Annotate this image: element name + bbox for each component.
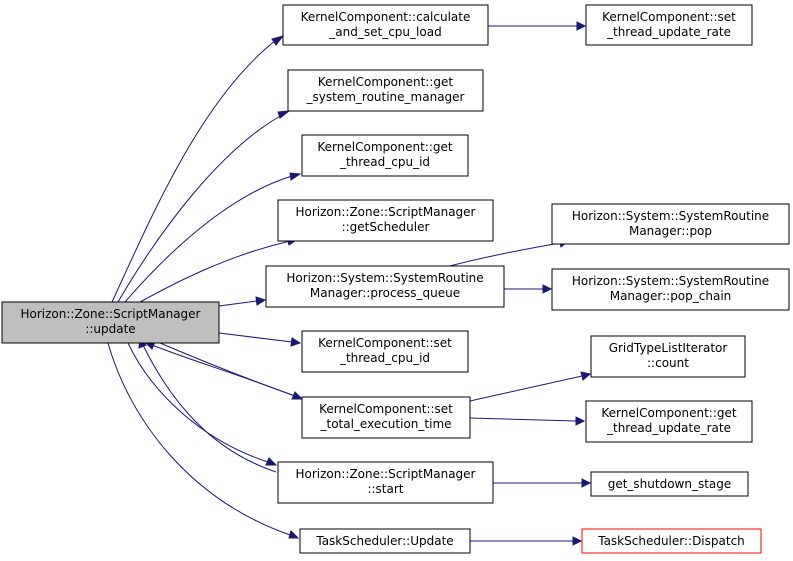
node-label: KernelComponent::set xyxy=(319,402,453,416)
node-task-scheduler-dispatch[interactable]: TaskScheduler::Dispatch xyxy=(581,528,762,554)
edge-exec-time-get-rate xyxy=(469,417,577,422)
node-label: Horizon::Zone::ScriptManager xyxy=(295,467,475,481)
node-label: ::getScheduler xyxy=(342,220,430,234)
arrow-start-shutdown xyxy=(581,478,592,488)
node-label: Manager::process_queue xyxy=(310,286,460,300)
edge-root-get-cpu-id xyxy=(124,175,293,303)
edge-root-start xyxy=(127,342,269,463)
node-get-thread-cpu-id[interactable]: KernelComponent::get _thread_cpu_id xyxy=(301,134,469,177)
node-get-shutdown-stage[interactable]: get_shutdown_stage xyxy=(590,471,749,497)
node-label: Horizon::System::SystemRoutine xyxy=(572,209,769,223)
node-label: _thread_cpu_id xyxy=(339,351,430,365)
node-process-queue[interactable]: Horizon::System::SystemRoutine Manager::… xyxy=(265,265,505,308)
node-grid-type-list-iterator-count[interactable]: GridTypeListIterator ::count xyxy=(590,335,746,378)
node-label: _and_set_cpu_load xyxy=(328,25,441,39)
node-label: ::update xyxy=(85,322,135,336)
node-pop-chain[interactable]: Horizon::System::SystemRoutine Manager::… xyxy=(551,268,790,311)
edge-exec-time-count xyxy=(469,375,583,402)
node-label: Manager::pop xyxy=(629,224,712,238)
node-label: _thread_update_rate xyxy=(606,25,731,39)
arrow-calc-cpu-load-set-rate xyxy=(576,21,587,31)
edge-root-set-cpu-id xyxy=(218,332,293,343)
node-label: TaskScheduler::Dispatch xyxy=(597,534,745,548)
node-label: ::start xyxy=(367,482,403,496)
node-label: KernelComponent::get xyxy=(317,140,452,154)
node-label: KernelComponent::get xyxy=(601,406,736,420)
node-label: KernelComponent::set xyxy=(318,336,452,350)
edge-root-calc-cpu-load xyxy=(111,39,277,303)
node-get-scheduler[interactable]: Horizon::Zone::ScriptManager ::getSchedu… xyxy=(277,199,494,242)
arrow-root-get-cpu-id xyxy=(289,172,302,181)
arrow-exec-time-get-rate xyxy=(575,416,586,426)
call-edges xyxy=(107,21,592,546)
edge-process-queue-pop xyxy=(449,242,561,267)
arrow-root-get-srm xyxy=(277,110,291,119)
edge-root-set-exec-time xyxy=(159,342,296,397)
node-label: ::count xyxy=(647,356,689,370)
edge-exec-time-root xyxy=(151,344,301,399)
node-label: Horizon::System::SystemRoutine xyxy=(572,274,769,288)
node-label: TaskScheduler::Update xyxy=(315,534,453,548)
edge-root-get-srm xyxy=(117,114,283,303)
node-label: Horizon::Zone::ScriptManager xyxy=(20,307,200,321)
node-set-total-execution-time[interactable]: KernelComponent::set _total_execution_ti… xyxy=(301,396,471,439)
arrow-root-set-cpu-id xyxy=(290,337,302,347)
edge-root-process-queue xyxy=(218,300,258,307)
edge-root-get-scheduler xyxy=(139,240,291,303)
node-task-scheduler-update[interactable]: TaskScheduler::Update xyxy=(299,528,471,554)
arrow-process-queue-pop-chain xyxy=(542,284,553,294)
node-label: _thread_cpu_id xyxy=(339,155,430,169)
arrow-root-process-queue xyxy=(255,296,267,306)
node-label: KernelComponent::set xyxy=(602,10,736,24)
edge-start-root xyxy=(142,344,277,473)
node-calculate-and-set-cpu-load[interactable]: KernelComponent::calculate _and_set_cpu_… xyxy=(282,4,489,46)
node-set-thread-update-rate[interactable]: KernelComponent::set _thread_update_rate xyxy=(585,4,753,46)
node-get-thread-update-rate[interactable]: KernelComponent::get _thread_update_rate xyxy=(585,400,753,443)
arrow-exec-time-count xyxy=(580,371,592,381)
node-label: _total_execution_time xyxy=(319,417,451,431)
node-label: Horizon::System::SystemRoutine xyxy=(286,271,483,285)
node-label: KernelComponent::get xyxy=(318,75,453,89)
node-root-script-manager-update[interactable]: Horizon::Zone::ScriptManager ::update xyxy=(1,301,220,344)
node-script-manager-start[interactable]: Horizon::Zone::ScriptManager ::start xyxy=(277,461,494,504)
node-label: _thread_update_rate xyxy=(606,421,731,435)
node-label: _system_routine_manager xyxy=(306,90,465,104)
node-pop[interactable]: Horizon::System::SystemRoutine Manager::… xyxy=(551,203,790,245)
node-label: GridTypeListIterator xyxy=(609,341,728,355)
node-set-thread-cpu-id[interactable]: KernelComponent::set _thread_cpu_id xyxy=(301,330,469,373)
node-label: Horizon::Zone::ScriptManager xyxy=(295,205,475,219)
arrow-root-start xyxy=(265,457,278,466)
node-label: KernelComponent::calculate xyxy=(301,10,471,24)
node-get-system-routine-manager[interactable]: KernelComponent::get _system_routine_man… xyxy=(287,69,484,112)
node-label: get_shutdown_stage xyxy=(608,477,732,491)
arrow-root-task-update xyxy=(288,530,300,539)
arrow-task-update-dispatch xyxy=(572,536,583,546)
arrow-root-calc-cpu-load xyxy=(271,35,285,46)
edge-root-task-update xyxy=(107,342,291,536)
node-label: Manager::pop_chain xyxy=(610,289,732,303)
